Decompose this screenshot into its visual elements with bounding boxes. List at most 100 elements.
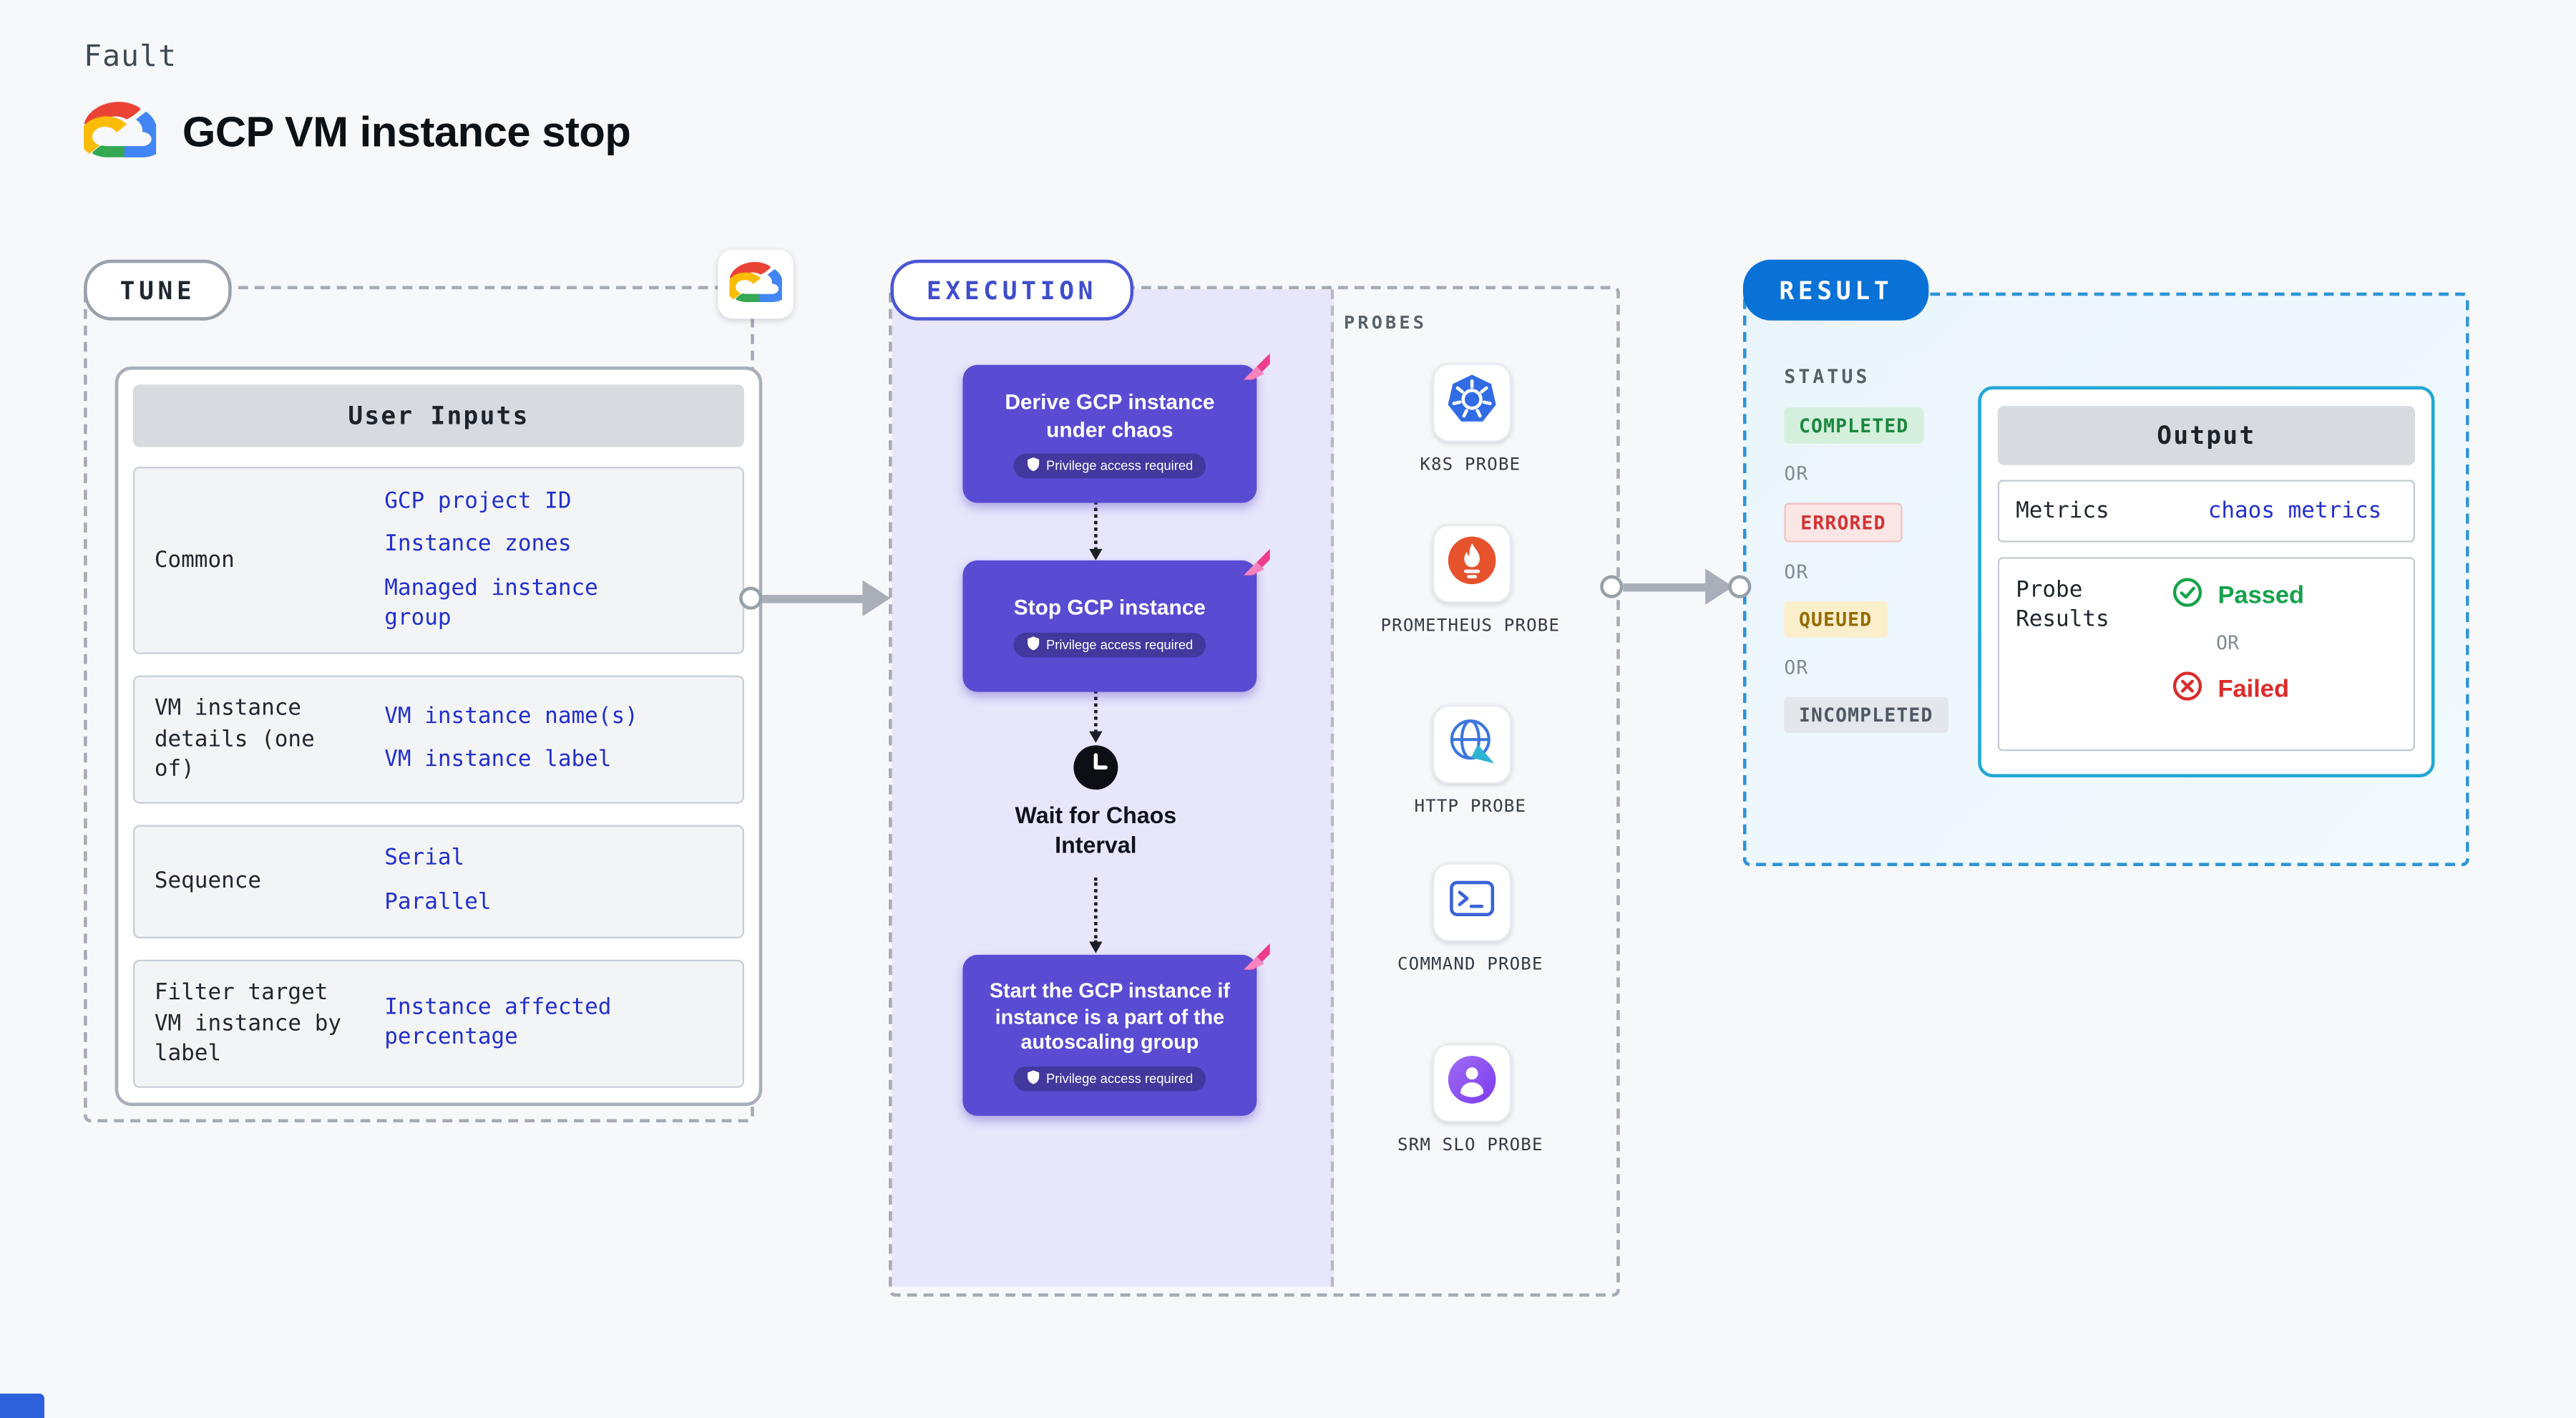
privilege-badge-label: Privilege access required	[1046, 1072, 1194, 1087]
user-icon	[1445, 1054, 1498, 1113]
chaos-icon	[1239, 349, 1275, 385]
shield-icon	[1027, 1070, 1040, 1088]
step-text: Stop GCP instance	[1013, 595, 1206, 621]
probe-results-label: Probe Results	[2016, 576, 2109, 633]
or-label: OR	[1784, 560, 1809, 584]
wait-step-label: Wait for Chaos Interval	[1015, 802, 1177, 858]
privilege-badge: Privilege access required	[1013, 453, 1206, 478]
kubernetes-icon	[1445, 373, 1498, 432]
arrow-line	[762, 593, 863, 603]
execution-step-stop: Stop GCP instance Privilege access requi…	[962, 548, 1270, 692]
page-header: GCP VM instance stop	[79, 99, 631, 165]
probe-label: HTTP PROBE	[1414, 797, 1527, 817]
check-circle-icon	[2172, 577, 2203, 615]
privilege-badge-label: Privilege access required	[1046, 458, 1194, 473]
connector-dot-icon	[739, 586, 763, 610]
output-header: Output	[1997, 406, 2415, 465]
row-label: Filter target VM instance by label	[154, 979, 342, 1067]
tune-pill: TUNE	[84, 259, 233, 321]
probe-results-values: Passed OR Failed	[2172, 576, 2304, 749]
tunable-link[interactable]: VM instance name(s)	[384, 703, 638, 730]
result-section: STATUS COMPLETED OR ERRORED OR QUEUED OR…	[1742, 292, 2469, 866]
metrics-row: Metrics chaos metrics	[1997, 480, 2415, 543]
privilege-badge-label: Privilege access required	[1046, 637, 1194, 652]
output-card: Output Metrics chaos metrics Probe Resul…	[1978, 386, 2435, 777]
probe-http	[1433, 704, 1512, 785]
flow-connector	[1089, 679, 1103, 743]
arrow-execution-to-result	[1600, 565, 1752, 608]
execution-pill: EXECUTION	[890, 259, 1133, 321]
user-inputs-header: User Inputs	[132, 384, 745, 447]
globe-icon	[1445, 715, 1498, 774]
execution-step-derive: Derive GCP instance under chaos Privileg…	[962, 353, 1270, 503]
status-badge-queued: QUEUED	[1784, 601, 1887, 638]
x-circle-icon	[2172, 671, 2203, 709]
gcp-logo-icon	[726, 260, 790, 309]
flow-connector	[1089, 878, 1103, 953]
execution-step-start: Start the GCP instance if instance is a …	[962, 943, 1270, 1116]
connector-dot-icon	[1728, 575, 1752, 598]
probe-prometheus	[1433, 524, 1512, 603]
probe-command	[1433, 863, 1512, 942]
row-values: GCP project ID Instance zones Managed in…	[384, 488, 677, 633]
metrics-label: Metrics	[2016, 497, 2109, 525]
probe-results-row: Probe Results Passed OR	[1997, 557, 2415, 752]
tunable-link[interactable]: Parallel	[384, 888, 492, 916]
table-row-filter: Filter target VM instance by label Insta…	[132, 959, 745, 1088]
passed-label: Passed	[2218, 581, 2305, 610]
arrowhead-icon	[862, 580, 891, 616]
probe-label: PROMETHEUS PROBE	[1380, 616, 1561, 636]
step-text: Start the GCP instance if instance is a …	[989, 979, 1230, 1054]
or-label: OR	[1784, 656, 1809, 679]
row-values: Instance affected percentage	[384, 995, 677, 1053]
status-list: COMPLETED OR ERRORED OR QUEUED OR INCOMP…	[1784, 407, 1948, 733]
step-text: Derive GCP instance under chaos	[1005, 389, 1215, 442]
or-label: OR	[1784, 462, 1809, 485]
probe-label: K8S PROBE	[1420, 455, 1521, 475]
gcp-logo-icon	[79, 99, 167, 165]
row-values: VM instance name(s) VM instance label	[384, 703, 677, 775]
probe-label: SRM SLO PROBE	[1397, 1135, 1543, 1156]
prometheus-icon	[1445, 534, 1498, 593]
privilege-badge: Privilege access required	[1013, 632, 1206, 657]
table-row-vm-details: VM instance details (one of) VM instance…	[132, 675, 745, 804]
row-values: Serial Parallel	[384, 845, 677, 918]
shield-icon	[1027, 636, 1040, 654]
privilege-badge: Privilege access required	[1013, 1067, 1206, 1092]
arrow-tune-to-execution	[739, 577, 891, 620]
failed-label: Failed	[2218, 675, 2290, 704]
status-badge-incompleted: INCOMPLETED	[1784, 696, 1948, 733]
tunable-link[interactable]: GCP project ID	[384, 487, 572, 515]
probes-label: PROBES	[1344, 312, 1428, 334]
user-inputs-table: User Inputs Common GCP project ID Instan…	[114, 366, 763, 1106]
shield-icon	[1027, 457, 1040, 475]
clock-icon	[1071, 743, 1121, 792]
tunable-link[interactable]: VM instance label	[384, 747, 612, 774]
failed-line: Failed	[2172, 671, 2304, 709]
tunable-link[interactable]: Serial	[384, 845, 465, 872]
clipped-ui-fragment	[0, 1393, 44, 1418]
row-label: VM instance details (one of)	[154, 695, 315, 783]
arrow-line	[1623, 582, 1706, 591]
row-label: Common	[154, 546, 235, 573]
status-label: STATUS	[1784, 364, 1870, 388]
row-label: Sequence	[154, 868, 262, 895]
table-row-sequence: Sequence Serial Parallel	[132, 825, 745, 938]
terminal-icon	[1445, 873, 1498, 932]
connector-dot-icon	[1600, 575, 1624, 598]
or-label: OR	[2216, 631, 2239, 654]
chaos-metrics-link[interactable]: chaos metrics	[2207, 497, 2382, 525]
flow-connector	[1089, 490, 1103, 560]
status-badge-completed: COMPLETED	[1784, 407, 1924, 444]
probe-k8s	[1433, 363, 1512, 442]
tunable-link[interactable]: Instance affected percentage	[384, 994, 612, 1050]
tunable-link[interactable]: Instance zones	[384, 531, 572, 558]
table-row-common: Common GCP project ID Instance zones Man…	[132, 467, 745, 654]
fault-kicker: Fault	[84, 39, 177, 74]
status-badge-errored: ERRORED	[1784, 502, 1903, 543]
tune-gcp-logo-card	[718, 249, 794, 319]
tunable-link[interactable]: Managed instance group	[384, 575, 598, 631]
chaos-icon	[1239, 938, 1275, 975]
passed-line: Passed	[2172, 577, 2304, 615]
